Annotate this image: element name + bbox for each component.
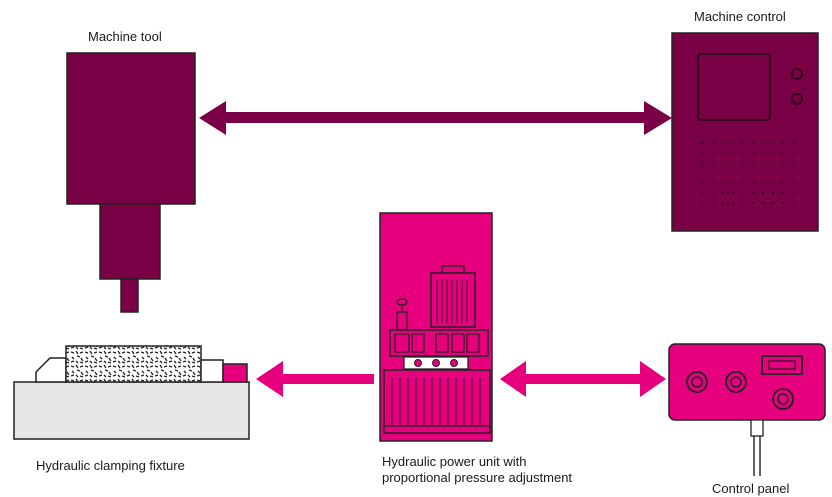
machine-tool	[66, 52, 196, 313]
control-knob-1	[791, 68, 803, 80]
control-panel-label: Control panel	[712, 481, 790, 496]
pressure-valve	[396, 311, 408, 331]
fixture-clamp-jaw	[35, 357, 67, 383]
machine-control	[671, 32, 819, 232]
fixture-cylinder	[222, 363, 248, 383]
vent-grid-1	[700, 140, 800, 170]
arrow-machine-tool-control	[199, 101, 672, 135]
panel-cable-gland	[750, 419, 764, 437]
fixture-workpiece	[65, 345, 202, 383]
arrow-power-unit-control-panel	[500, 361, 666, 397]
fixture-block	[200, 359, 224, 383]
control-screen	[697, 53, 771, 121]
hydraulic-power-unit	[379, 212, 493, 442]
motor-top	[441, 265, 465, 274]
control-panel	[668, 343, 826, 476]
panel-knob-2	[725, 371, 747, 393]
panel-knob-3	[772, 388, 794, 410]
clamping-fixture-label: Hydraulic clamping fixture	[36, 458, 185, 473]
power-unit-label-line1: Hydraulic power unit with	[382, 454, 527, 469]
vent-grid-2	[700, 180, 800, 210]
panel-knob-1	[686, 371, 708, 393]
control-knob-2	[791, 93, 803, 105]
power-unit-label-line2: proportional pressure adjustment	[382, 470, 573, 485]
motor	[430, 272, 476, 328]
clamping-fixture	[13, 345, 250, 440]
fixture-base	[13, 381, 250, 440]
machine-tool-label: Machine tool	[88, 29, 162, 44]
arrow-power-unit-fixture	[256, 361, 374, 397]
panel-display	[761, 355, 803, 375]
machine-control-label: Machine control	[694, 9, 786, 24]
